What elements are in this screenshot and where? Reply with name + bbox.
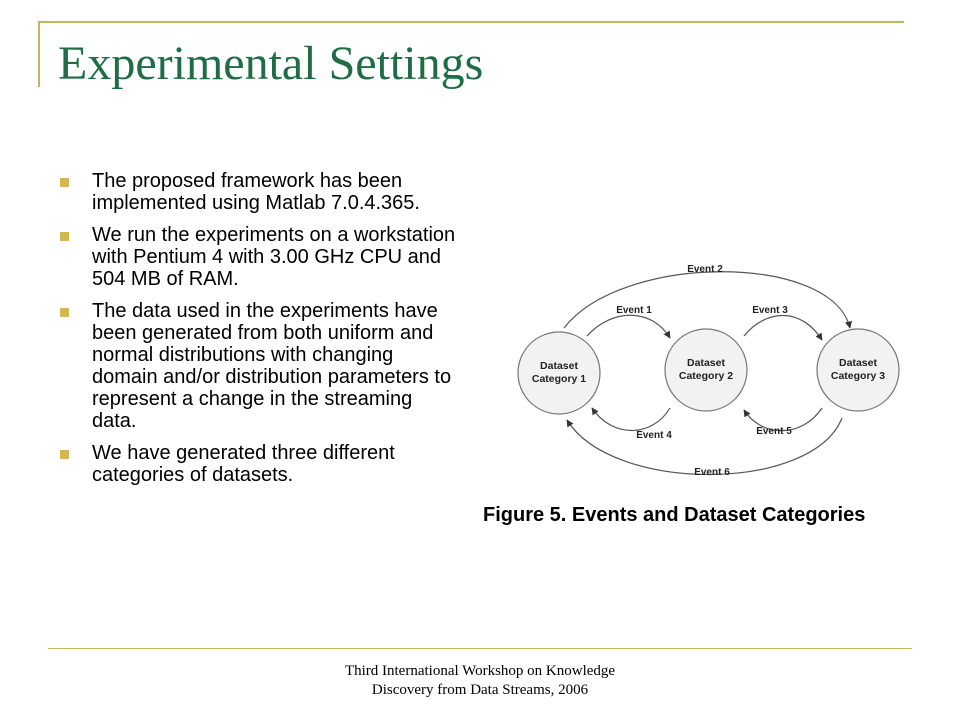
bullet-item: We run the experiments on a workstation … — [60, 224, 460, 290]
footer-divider — [48, 648, 912, 649]
figure-caption: Figure 5. Events and Dataset Categories — [483, 504, 866, 526]
node-2-line1: Dataset — [687, 357, 725, 369]
bullet-item: We have generated three different catego… — [60, 442, 460, 486]
bullet-text: We run the experiments on a workstation … — [92, 224, 456, 290]
node-3-line2: Category 3 — [831, 370, 885, 382]
event-6-label: Event 6 — [694, 467, 730, 478]
events-diagram: Dataset Category 1 Dataset Category 2 Da… — [517, 264, 900, 478]
event-5-arrow — [743, 407, 823, 432]
frame-left-line — [38, 21, 40, 87]
bullet-item: The proposed framework has been implemen… — [60, 170, 460, 214]
bullet-square-icon — [60, 232, 69, 241]
node-2-line2: Category 2 — [679, 370, 733, 382]
node-1-line2: Category 1 — [532, 373, 586, 385]
node-1-line1: Dataset — [540, 360, 578, 372]
event-5-label: Event 5 — [756, 426, 792, 437]
bullet-list: The proposed framework has been implemen… — [60, 170, 460, 496]
bullet-square-icon — [60, 308, 69, 317]
bullet-square-icon — [60, 178, 69, 187]
bullet-text: The proposed framework has been implemen… — [92, 170, 420, 214]
event-2-label: Event 2 — [687, 264, 723, 275]
bullet-text: We have generated three different catego… — [92, 442, 395, 486]
event-6-arrow — [566, 417, 843, 476]
dataset-node-1 — [517, 331, 601, 415]
node-3-line1: Dataset — [839, 357, 877, 369]
bullet-item: The data used in the experiments have be… — [60, 300, 460, 432]
dataset-node-2 — [664, 328, 748, 412]
event-1-label: Event 1 — [616, 305, 652, 316]
frame-top-line — [38, 21, 904, 23]
dataset-node-3 — [816, 328, 900, 412]
slide-title: Experimental Settings — [58, 37, 484, 90]
event-3-label: Event 3 — [752, 305, 788, 316]
footer: Third International Workshop on Knowledg… — [0, 662, 960, 700]
event-3-arrow — [743, 314, 823, 341]
bullet-square-icon — [60, 450, 69, 459]
event-4-arrow — [591, 407, 671, 431]
event-4-label: Event 4 — [636, 430, 672, 441]
footer-line-1: Third International Workshop on Knowledg… — [344, 663, 616, 679]
event-1-arrow — [586, 314, 671, 339]
footer-line-2: Discovery from Data Streams, 2006 — [371, 682, 589, 698]
event-2-arrow — [563, 271, 852, 329]
bullet-text: The data used in the experiments have be… — [92, 300, 452, 432]
